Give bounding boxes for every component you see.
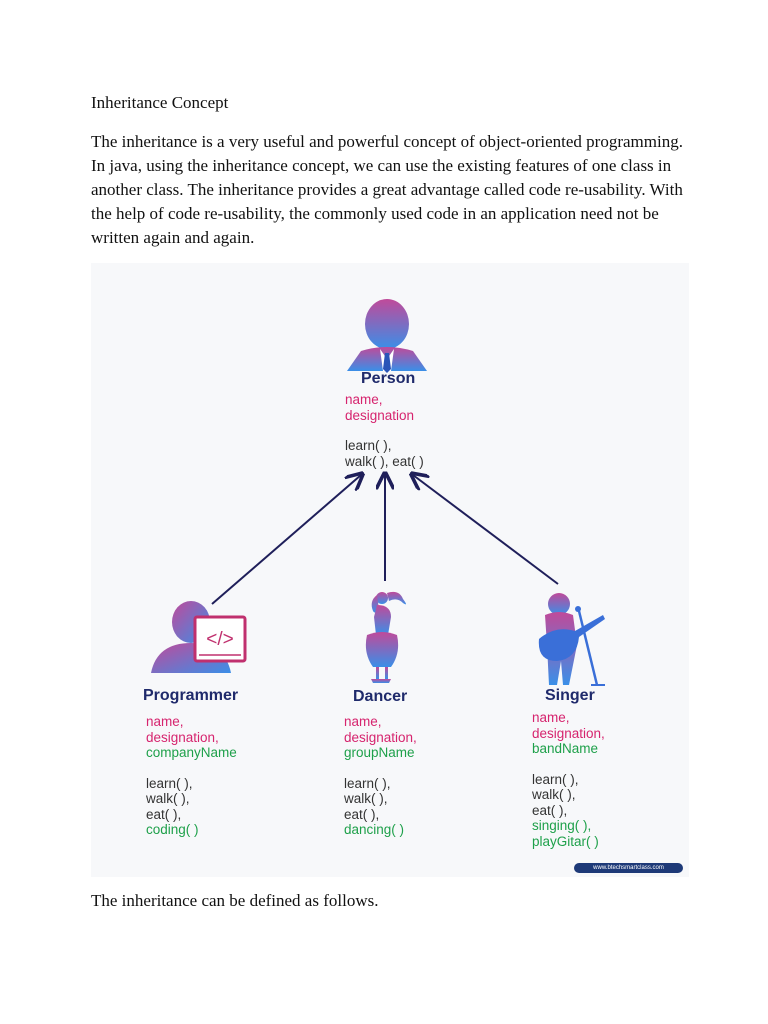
programmer-own-attr: companyName (146, 745, 237, 761)
singer-own-method-1: singing( ), (532, 818, 605, 834)
dancer-attr-2: designation, (344, 730, 417, 746)
singer-method-2: walk( ), (532, 787, 605, 803)
class-dancer: Dancer (353, 687, 407, 707)
arrow-singer-to-person (413, 475, 558, 584)
person-method-2: walk( ), eat( ) (345, 454, 424, 470)
class-singer: Singer (545, 686, 595, 706)
person-members: name, designation learn( ), walk( ), eat… (345, 392, 424, 469)
class-name-person: Person (361, 369, 415, 389)
singer-attr-2: designation, (532, 726, 605, 742)
intro-paragraph: The inheritance is a very useful and pow… (91, 130, 691, 250)
class-person: Person (361, 369, 415, 389)
source-watermark: www.btechsmartclass.com (574, 863, 683, 873)
class-programmer: Programmer (143, 686, 238, 706)
class-name-dancer: Dancer (353, 687, 407, 707)
programmer-icon: </> (151, 601, 245, 673)
class-name-programmer: Programmer (143, 686, 238, 706)
dancer-icon (366, 592, 406, 683)
programmer-attr-2: designation, (146, 730, 237, 746)
code-glyph: </> (206, 629, 233, 650)
person-method-1: learn( ), (345, 438, 424, 454)
singer-own-method-2: playGitar( ) (532, 834, 605, 850)
singer-method-1: learn( ), (532, 772, 605, 788)
inheritance-diagram: </> Person name, designation (91, 263, 689, 877)
closing-sentence: The inheritance can be defined as follow… (91, 890, 378, 912)
programmer-method-3: eat( ), (146, 807, 237, 823)
arrow-programmer-to-person (212, 475, 361, 604)
singer-attr-1: name, (532, 710, 605, 726)
programmer-method-2: walk( ), (146, 791, 237, 807)
document-heading: Inheritance Concept (91, 92, 228, 114)
dancer-attr-1: name, (344, 714, 417, 730)
programmer-method-1: learn( ), (146, 776, 237, 792)
dancer-own-method: dancing( ) (344, 822, 417, 838)
singer-icon (539, 593, 605, 685)
person-icon (347, 299, 427, 373)
dancer-members: name, designation, groupName learn( ), w… (344, 714, 417, 838)
programmer-attr-1: name, (146, 714, 237, 730)
programmer-members: name, designation, companyName learn( ),… (146, 714, 237, 838)
person-attr-1: name, (345, 392, 424, 408)
person-attr-2: designation (345, 408, 424, 424)
class-name-singer: Singer (545, 686, 595, 706)
dancer-own-attr: groupName (344, 745, 417, 761)
programmer-own-method: coding( ) (146, 822, 237, 838)
singer-own-attr: bandName (532, 741, 605, 757)
dancer-method-2: walk( ), (344, 791, 417, 807)
inheritance-arrows (212, 475, 558, 604)
dancer-method-1: learn( ), (344, 776, 417, 792)
singer-members: name, designation, bandName learn( ), wa… (532, 710, 605, 849)
dancer-method-3: eat( ), (344, 807, 417, 823)
singer-method-3: eat( ), (532, 803, 605, 819)
